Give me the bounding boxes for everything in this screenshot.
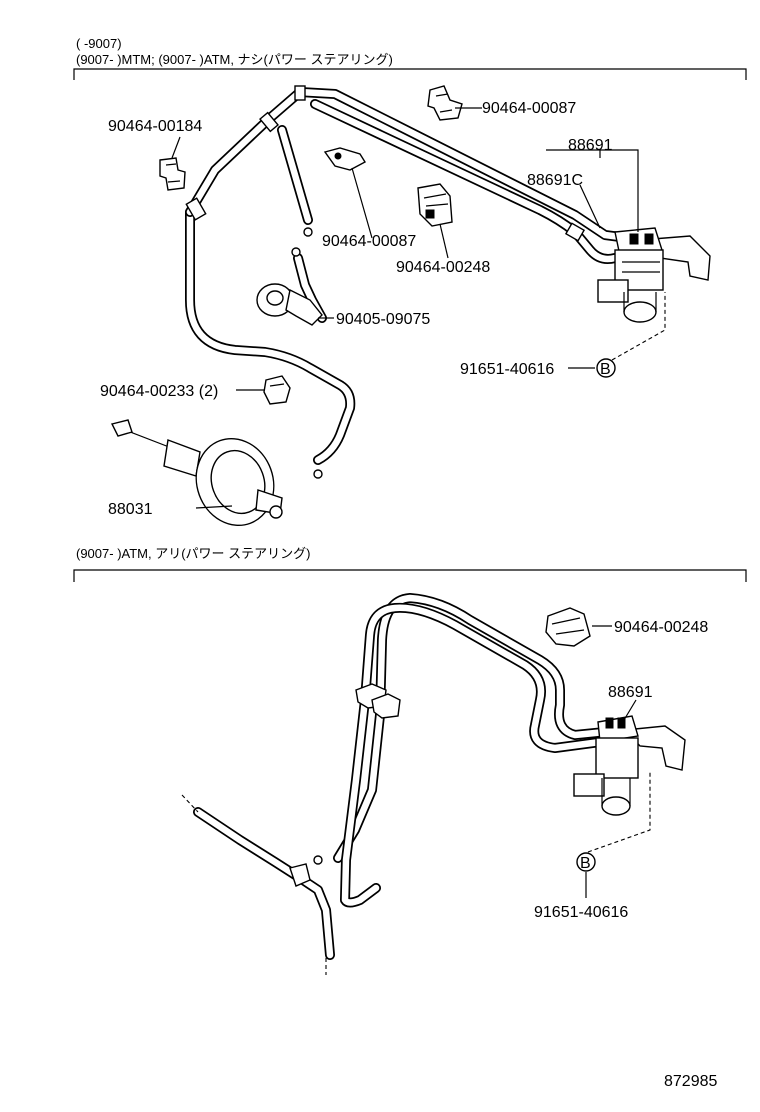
leader-lines-bottom <box>585 625 637 898</box>
label-90464-00233: 90464-00233 (2) <box>100 383 218 400</box>
label-90464-00184: 90464-00184 <box>108 118 202 135</box>
clip-90464-00087-upper-icon <box>427 85 463 121</box>
connector-90464-00248-icon <box>417 183 453 227</box>
section-bracket-bottom <box>73 569 747 582</box>
hose-90405-09075-icon <box>256 283 323 326</box>
bolt-b-leader-top <box>611 292 666 361</box>
label-90464-00248-top: 90464-00248 <box>396 259 490 276</box>
actuator-88031-icon <box>110 419 283 527</box>
bolt-b-leader-bottom <box>587 770 651 853</box>
label-88691-bottom: 88691 <box>608 684 653 701</box>
section-top: ( -9007) (9007- )MTM; (9007- )ATM, ナシ(パワ… <box>73 36 747 527</box>
vsv-88691-bottom-icon <box>573 715 686 816</box>
condition-line-2: (9007- )MTM; (9007- )ATM, ナシ(パワー ステアリング) <box>76 52 393 67</box>
ref-b-marker-top <box>596 358 616 378</box>
condition-line-bottom: (9007- )ATM, アリ(パワー ステアリング) <box>76 546 311 561</box>
clip-90464-00087-middle-icon <box>323 147 366 171</box>
label-88691-top: 88691 <box>568 137 613 154</box>
clip-90464-00233-icon <box>263 375 291 405</box>
condition-line-1: ( -9007) <box>76 36 122 51</box>
illustration-number: 872985 <box>664 1073 717 1090</box>
section-bottom: (9007- )ATM, アリ(パワー ステアリング) <box>73 546 747 975</box>
leader-lines-top <box>171 107 639 509</box>
clip-90464-00184-icon <box>159 157 186 191</box>
label-91651-40616-top: 91651-40616 <box>460 361 554 378</box>
label-91651-40616-bottom: 91651-40616 <box>534 904 628 921</box>
ref-b-label-bottom: B <box>580 855 591 872</box>
ref-b-marker-bottom <box>576 852 596 872</box>
ref-b-label-top: B <box>600 361 611 378</box>
label-90464-00087-upper: 90464-00087 <box>482 100 576 117</box>
connector-90464-00248-bottom-icon <box>545 607 591 647</box>
label-90464-00248-bottom: 90464-00248 <box>614 619 708 636</box>
label-88031: 88031 <box>108 501 153 518</box>
vacuum-hose-assembly <box>185 85 633 479</box>
vacuum-hose-assembly-bottom <box>181 593 610 975</box>
vsv-88691-icon <box>597 227 711 323</box>
section-bracket-top <box>73 68 747 80</box>
label-88691c: 88691C <box>527 172 583 189</box>
label-90405-09075: 90405-09075 <box>336 311 430 328</box>
label-90464-00087-middle: 90464-00087 <box>322 233 416 250</box>
